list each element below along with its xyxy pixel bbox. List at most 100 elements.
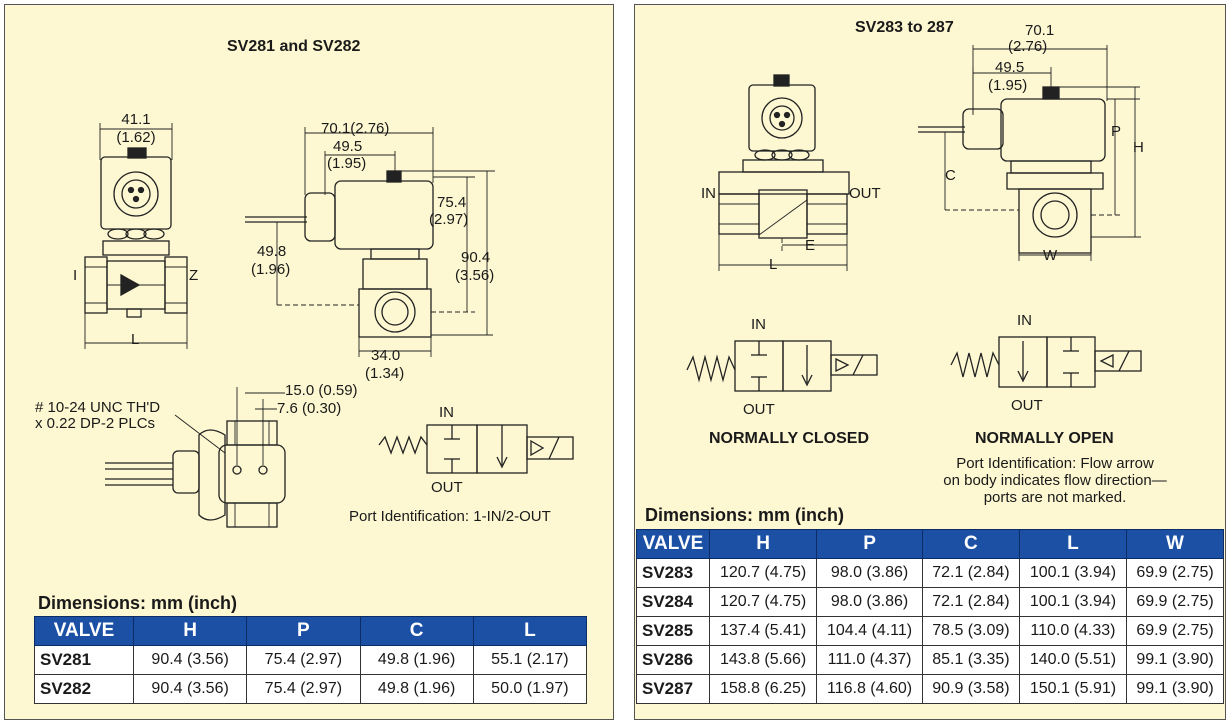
table-row: SV285 137.4 (5.41) 104.4 (4.11) 78.5 (3.… [636,616,1224,646]
right-panel: SV283 to 287 IN OUT E L 70.1 (2.76) 49.5… [634,4,1226,720]
value-cell: 120.7 (4.75) [708,587,818,617]
value-cell: 69.9 (2.75) [1126,558,1224,588]
front-width-dim-in: (1.62) [116,129,156,146]
value-cell: 69.9 (2.75) [1126,616,1224,646]
side-p-label: P [1111,123,1122,140]
header-c: C [921,529,1020,559]
value-cell: 72.1 (2.84) [921,587,1020,617]
front-length-label: L [131,331,140,348]
thread-label-2: x 0.22 DP-2 PLCs [35,415,156,432]
header-w: W [1126,529,1224,559]
side-body-dim: 34.0 [371,347,401,364]
value-cell: 49.8 (1.96) [359,645,474,675]
valve-cell: SV282 [34,674,134,704]
header-l: L [1018,529,1128,559]
value-cell: 111.0 (4.37) [816,645,923,675]
side-partial-dim-in: (1.95) [327,155,367,172]
value-cell: 55.1 (2.17) [472,645,588,675]
value-cell: 110.0 (4.33) [1018,616,1128,646]
side-coil-dim-in: (2.97) [429,211,469,228]
side-view-drawing [245,127,495,357]
table-row: SV281 90.4 (3.56) 75.4 (2.97) 49.8 (1.96… [34,645,588,675]
port-note-line-2: on body indicates flow direction— [943,472,1167,489]
mount-view-drawing [105,387,286,528]
right-table-title: Dimensions: mm (inch) [645,505,845,525]
header-p: P [816,529,923,559]
value-cell: 69.9 (2.75) [1126,587,1224,617]
nc-out-label: OUT [743,401,775,418]
left-drawings [84,123,574,528]
value-cell: 99.1 (3.90) [1126,645,1224,675]
right-drawings [686,45,1142,392]
side-coil-dim: 75.4 [437,194,467,211]
side-c-label: C [945,167,956,184]
front-port-out-label: Z [189,267,199,284]
valve-cell: SV285 [636,616,710,646]
header-h: H [708,529,818,559]
port-note-line-1: Port Identification: Flow arrow [956,455,1154,472]
left-title: SV281 and SV282 [227,38,361,55]
no-label: NORMALLY OPEN [975,430,1114,447]
value-cell: 99.1 (3.90) [1126,674,1224,704]
side-h-dim-in: (3.56) [455,267,495,284]
front-e-label: E [805,237,816,254]
port-identification: Port Identification: 1-IN/2-OUT [349,508,551,525]
side-total-dim-in: (2.76) [1008,38,1048,55]
front-view-drawing [84,123,188,349]
front-view-drawing [718,74,850,271]
table-header-row: VALVE H P C L [34,616,588,646]
symbol-in-label: IN [439,404,454,421]
value-cell: 120.7 (4.75) [708,558,818,588]
table-row: SV283 120.7 (4.75) 98.0 (3.86) 72.1 (2.8… [636,558,1224,588]
value-cell: 90.9 (3.58) [921,674,1020,704]
side-total-dim: 70.1(2.76) [321,120,390,137]
side-partial-dim: 49.5 [333,138,363,155]
nc-symbol [686,340,878,392]
value-cell: 50.0 (1.97) [472,674,588,704]
side-c-dim: 49.8 [257,243,287,260]
left-table-title: Dimensions: mm (inch) [38,593,238,613]
table-row: SV286 143.8 (5.66) 111.0 (4.37) 85.1 (3.… [636,645,1224,675]
value-cell: 150.1 (5.91) [1018,674,1128,704]
side-c-dim-in: (1.96) [251,261,291,278]
value-cell: 143.8 (5.66) [708,645,818,675]
mount-dim-a: 15.0 (0.59) [285,382,358,399]
no-out-label: OUT [1011,397,1043,414]
valve-cell: SV281 [34,645,134,675]
symbol-out-label: OUT [431,479,463,496]
value-cell: 75.4 (2.97) [246,674,361,704]
value-cell: 98.0 (3.86) [816,558,923,588]
header-c: C [359,616,474,646]
valve-cell: SV284 [636,587,710,617]
side-partial-dim-in: (1.95) [988,77,1028,94]
front-port-in-label: I [73,267,78,284]
left-panel: SV281 and SV282 41.1 (1.62) I Z L 70.1(2… [4,4,614,720]
right-title: SV283 to 287 [855,19,954,36]
port-note-line-3: ports are not marked. [983,489,1127,506]
table-header-row: VALVE H P C L W [636,529,1224,559]
front-width-dim: 41.1 [121,111,151,128]
nc-label: NORMALLY CLOSED [709,430,870,447]
header-valve: VALVE [34,616,134,646]
value-cell: 98.0 (3.86) [816,587,923,617]
side-h-label: H [1133,139,1144,156]
value-cell: 137.4 (5.41) [708,616,818,646]
valve-cell: SV283 [636,558,710,588]
front-port-in-label: IN [701,185,716,202]
table-row: SV287 158.8 (6.25) 116.8 (4.60) 90.9 (3.… [636,674,1224,704]
value-cell: 75.4 (2.97) [246,645,361,675]
value-cell: 85.1 (3.35) [921,645,1020,675]
side-partial-dim: 49.5 [995,59,1025,76]
value-cell: 158.8 (6.25) [708,674,818,704]
side-view-drawing [918,45,1141,261]
front-port-out-label: OUT [849,185,881,202]
valve-cell: SV286 [636,645,710,675]
valve-cell: SV287 [636,674,710,704]
value-cell: 140.0 (5.51) [1018,645,1128,675]
header-p: P [246,616,361,646]
table-row: SV284 120.7 (4.75) 98.0 (3.86) 72.1 (2.8… [636,587,1224,617]
value-cell: 90.4 (3.56) [132,674,248,704]
value-cell: 100.1 (3.94) [1018,558,1128,588]
value-cell: 116.8 (4.60) [816,674,923,704]
table-row: SV282 90.4 (3.56) 75.4 (2.97) 49.8 (1.96… [34,674,588,704]
